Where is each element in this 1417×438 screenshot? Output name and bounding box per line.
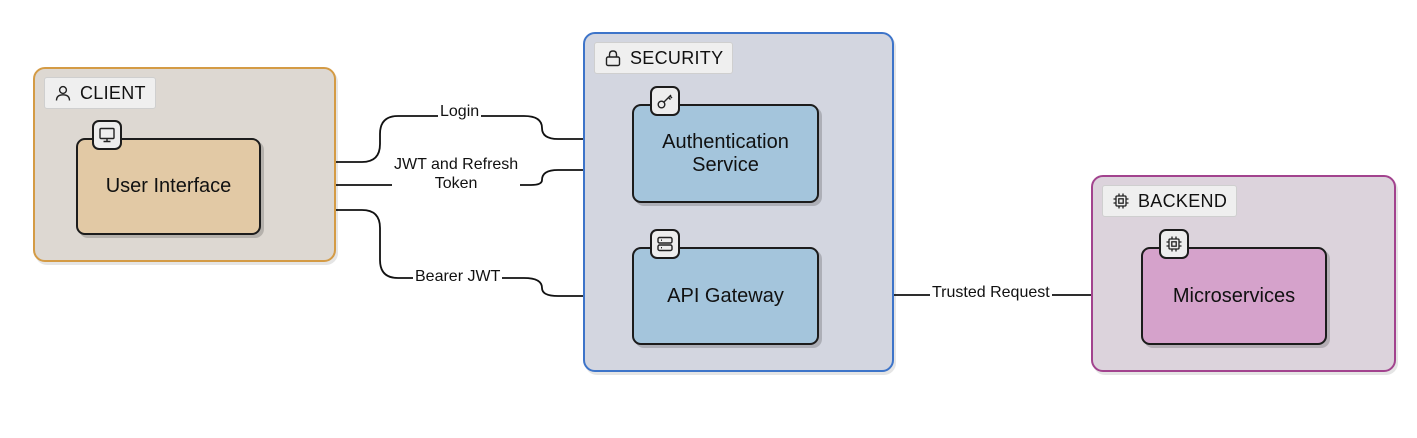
- edge-login[interactable]: [260, 115, 633, 163]
- user-interface-label: User Interface: [105, 175, 232, 197]
- edge-label-jwt-refresh-line1: JWT and Refresh: [394, 156, 519, 173]
- edge-jwt-refresh[interactable]: [260, 169, 633, 186]
- key-icon: [650, 86, 680, 116]
- security-group-label: SECURITY: [594, 42, 734, 74]
- edge-label-trusted-request: Trusted Request: [930, 283, 1052, 302]
- backend-group-label: BACKEND: [1102, 185, 1238, 217]
- security-group-title: SECURITY: [630, 47, 724, 68]
- authentication-service-node[interactable]: Authentication Service: [632, 104, 819, 203]
- lock-icon: [604, 49, 622, 67]
- cpu-icon: [1159, 229, 1189, 259]
- edge-label-jwt-refresh-line2: Token: [434, 175, 478, 192]
- microservices-label: Microservices: [1172, 284, 1296, 307]
- server-icon: [650, 229, 680, 259]
- auth-service-label-line1: Authentication: [662, 130, 789, 153]
- api-gateway-node[interactable]: API Gateway: [632, 247, 819, 345]
- edge-label-login: Login: [438, 102, 482, 121]
- edge-label-bearer-jwt: Bearer JWT: [413, 267, 503, 286]
- client-group-title: CLIENT: [80, 82, 146, 103]
- monitor-icon: [92, 120, 122, 150]
- cpu-icon: [1112, 192, 1130, 210]
- backend-group-title: BACKEND: [1138, 190, 1228, 211]
- api-gateway-label: API Gateway: [667, 284, 784, 307]
- user-interface-node[interactable]: User Interface: [76, 138, 261, 235]
- edge-label-jwt-refresh: JWT and Refresh Token: [392, 155, 521, 193]
- edge-bearer-jwt[interactable]: [260, 209, 633, 297]
- client-group-label: CLIENT: [44, 77, 156, 109]
- user-icon: [54, 84, 72, 102]
- auth-service-label-line2: Service: [692, 153, 759, 176]
- microservices-node[interactable]: Microservices: [1141, 247, 1327, 345]
